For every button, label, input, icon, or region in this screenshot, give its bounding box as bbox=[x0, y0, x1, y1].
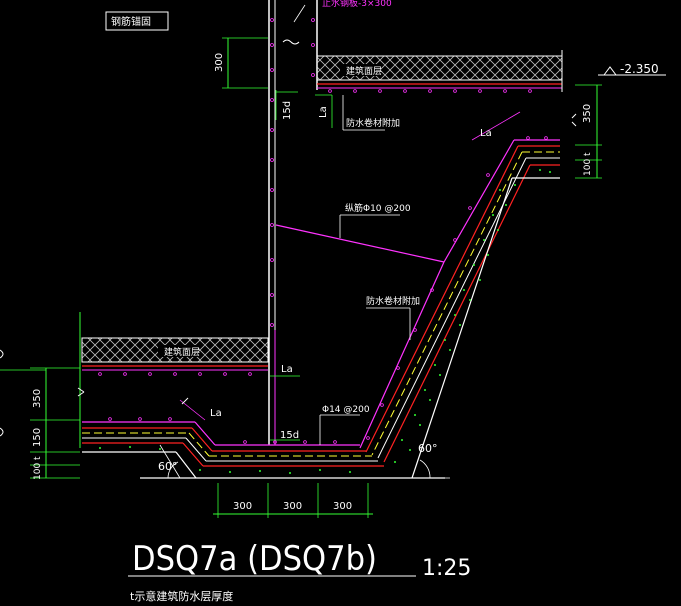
dim-300-b: 300 bbox=[283, 501, 302, 512]
title-scale: 1:25 bbox=[422, 556, 471, 581]
subtitle: t示意建筑防水层厚度 bbox=[130, 589, 233, 603]
rebar-bottom-label: Φ14 @200 bbox=[322, 405, 370, 415]
waterproof-note-top: 防水卷材附加 bbox=[346, 117, 400, 129]
dim-100t-right: 100 t bbox=[583, 152, 593, 176]
wall-haunch-rebar bbox=[275, 224, 445, 263]
dim-300-c: 300 bbox=[333, 501, 352, 512]
dim-300-left: 300 bbox=[214, 53, 225, 72]
angle-left: 60° bbox=[158, 460, 178, 473]
la-label-2: La bbox=[480, 128, 492, 139]
rebar-mid-label: 纵筋Φ10 @200 bbox=[345, 202, 411, 214]
dim-15d-top: 15d bbox=[282, 101, 293, 120]
dim-100t-left: 100 t bbox=[33, 456, 43, 480]
dim-350-right: 350 bbox=[582, 104, 593, 123]
wall-break-mark bbox=[282, 39, 300, 45]
hatch-top-label: 建筑面层 bbox=[346, 65, 382, 77]
top-note: 钢筋锚固 bbox=[111, 15, 151, 28]
dim-300-a: 300 bbox=[233, 501, 252, 512]
elevation-label: -2.350 bbox=[620, 62, 659, 76]
concrete-speckle bbox=[394, 169, 551, 463]
la-label-3: La bbox=[281, 364, 293, 375]
hatch-left-label: 建筑面层 bbox=[164, 346, 200, 358]
waterproof-note-mid: 防水卷材附加 bbox=[366, 295, 420, 307]
note-box bbox=[105, 11, 169, 31]
dim-15d-bottom: 15d bbox=[280, 430, 299, 441]
dim-350-left: 350 bbox=[32, 389, 43, 408]
angle-right: 60° bbox=[418, 442, 438, 455]
top-cut-text: 止水钢板-3×300 bbox=[322, 0, 392, 9]
leader-top-cut bbox=[293, 4, 306, 23]
wall-rebar-dots bbox=[270, 18, 315, 327]
elevation-triangle bbox=[603, 66, 617, 76]
title-main: DSQ7a (DSQ7b) bbox=[132, 539, 377, 579]
haunch-outer-line bbox=[411, 177, 513, 479]
la-label-4: La bbox=[210, 408, 222, 419]
la-label-1: La bbox=[318, 106, 329, 118]
dim-150-left: 150 bbox=[32, 428, 43, 447]
